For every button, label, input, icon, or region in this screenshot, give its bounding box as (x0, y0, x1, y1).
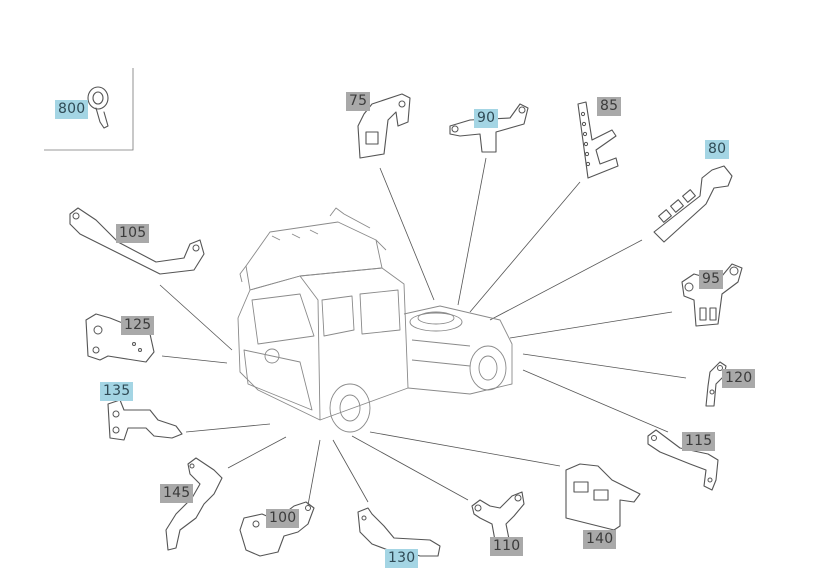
part-75-bracket (357, 93, 411, 159)
callout-800[interactable]: 800 (55, 100, 89, 119)
part-140-bracket (565, 463, 641, 531)
callout-125[interactable]: 125 (121, 316, 155, 335)
part-800-clamp (87, 86, 109, 129)
part-115-bracket (647, 429, 719, 491)
truck-illustration (237, 207, 513, 433)
part-85-bracket (577, 101, 619, 179)
inset-frame (44, 68, 134, 151)
callout-100[interactable]: 100 (266, 509, 300, 528)
part-125-bracket (85, 313, 155, 363)
callout-80[interactable]: 80 (705, 140, 730, 159)
part-95-bracket (681, 263, 743, 327)
callout-110[interactable]: 110 (490, 537, 524, 556)
callout-140[interactable]: 140 (583, 530, 617, 549)
part-105-bracket (69, 207, 205, 275)
part-145-bracket (165, 457, 223, 551)
callout-105[interactable]: 105 (116, 224, 150, 243)
part-90-bracket (449, 103, 529, 153)
callout-75[interactable]: 75 (346, 92, 371, 111)
leader-lines (159, 157, 687, 506)
part-80-bracket (653, 165, 733, 243)
callout-90[interactable]: 90 (474, 109, 499, 128)
callout-120[interactable]: 120 (722, 369, 756, 388)
part-110-bracket (471, 491, 525, 547)
callout-145[interactable]: 145 (160, 484, 194, 503)
part-135-bracket (107, 399, 183, 441)
callout-130[interactable]: 130 (385, 549, 419, 568)
callout-95[interactable]: 95 (699, 270, 724, 289)
callout-85[interactable]: 85 (597, 97, 622, 116)
callout-115[interactable]: 115 (682, 432, 716, 451)
part-120-bracket (705, 361, 727, 407)
callout-135[interactable]: 135 (100, 382, 134, 401)
part-130-bracket (357, 507, 441, 557)
